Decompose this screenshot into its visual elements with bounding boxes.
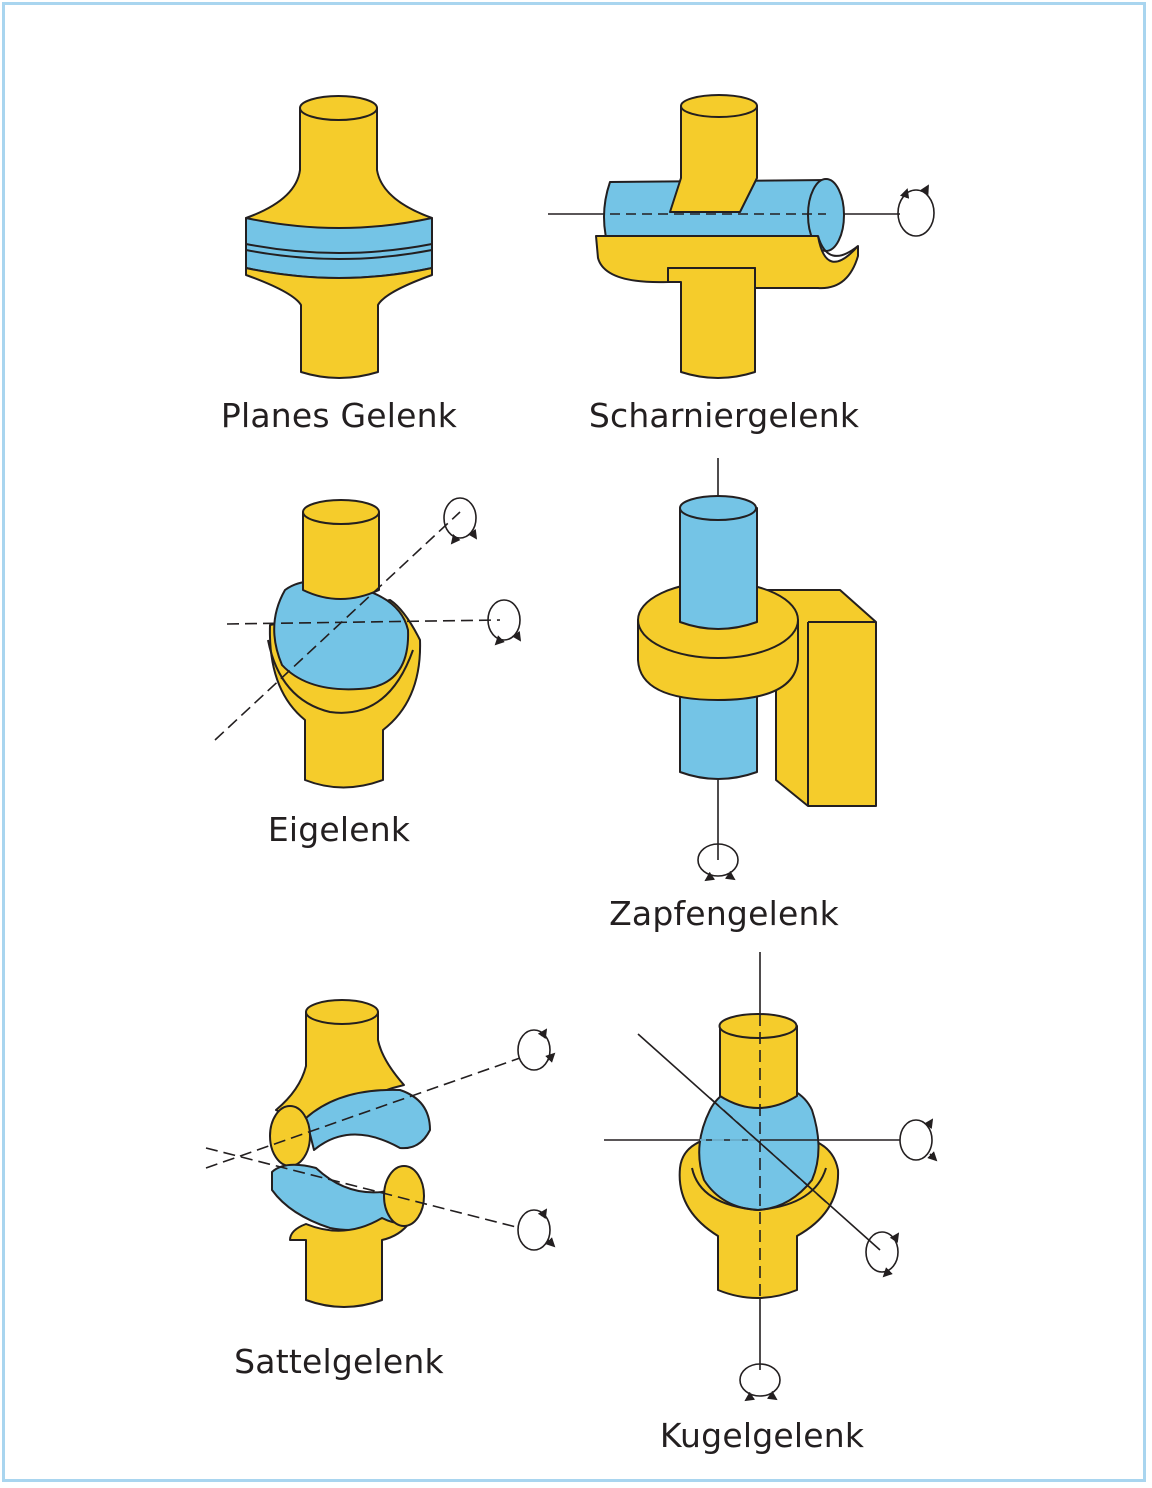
label-hinge-joint: Scharniergelenk (589, 396, 859, 435)
saddle-joint-diagram (206, 1000, 554, 1307)
hinge-joint-diagram (548, 95, 934, 378)
ellipsoid-joint-diagram (215, 498, 520, 788)
pivot-joint-diagram (638, 458, 876, 880)
label-saddle-joint: Sattelgelenk (234, 1342, 444, 1381)
plane-joint-diagram (246, 96, 432, 378)
label-pivot-joint: Zapfengelenk (609, 894, 839, 933)
label-plane-joint: Planes Gelenk (221, 396, 457, 435)
label-ellipsoid-joint: Eigelenk (268, 810, 410, 849)
label-ball-joint: Kugelgelenk (660, 1416, 864, 1455)
ball-joint-diagram (604, 952, 936, 1400)
